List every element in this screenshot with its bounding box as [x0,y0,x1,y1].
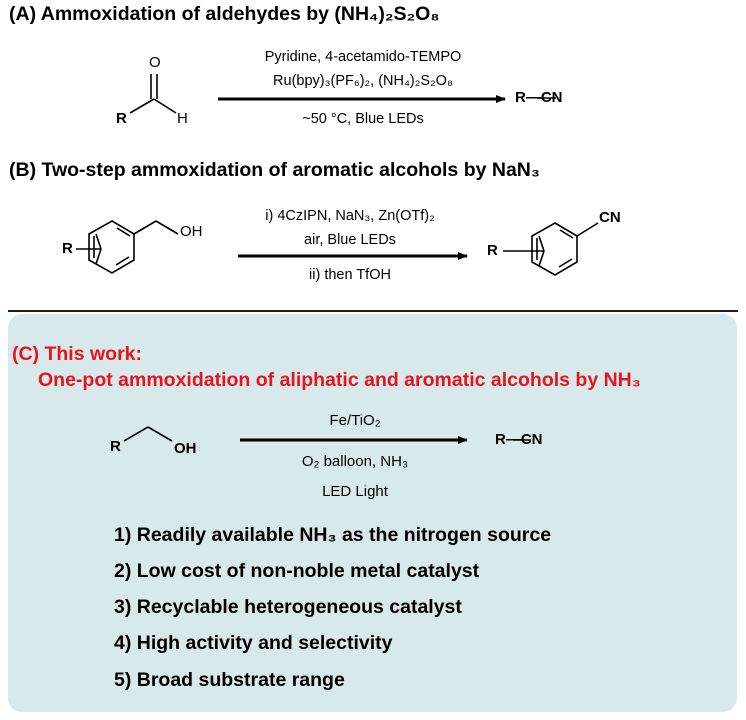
section-a-condition-2: Ru(bpy)₃(PF₆)₂, (NH₄)₂S₂O₈ [273,73,453,89]
section-a-condition-1: Pyridine, 4-acetamido-TEMPO [264,49,462,65]
section-b-condition-1: i) 4CzIPN, NaN₃, Zn(OTf)₂ [265,208,435,224]
benzonitrile-r-label: R [487,242,498,259]
section-b-condition-2: air, Blue LEDs [304,232,396,248]
feature-item: 1) Readily available NH₃ as the nitrogen… [114,524,552,546]
section-c-condition-3: LED Light [322,483,388,500]
aldehyde-r-label: R [116,110,127,127]
feature-item: 4) High activity and selectivity [114,632,393,654]
alcohol-r-label: R [110,438,121,455]
nitrile-product-c: R—CN [495,431,543,448]
aldehyde-h-label: H [177,110,188,127]
aldehyde-oxygen-label: O [149,54,161,71]
feature-item: 3) Recyclable heterogeneous catalyst [114,596,462,618]
alcohol-oh-label: OH [174,440,197,457]
section-c-condition-2: O₂ balloon, NH₃ [301,453,409,470]
benzonitrile-structure [503,222,599,276]
section-c-condition-1: Fe/TiO₂ [329,412,381,429]
section-b-condition-3: ii) then TfOH [309,267,391,283]
this-work-title: (C) This work: [12,343,142,365]
this-work-panel [8,314,737,712]
section-a-title: (A) Ammoxidation of aldehydes by (NH₄)₂S… [9,3,440,25]
section-b-title: (B) Two-step ammoxidation of aromatic al… [9,159,540,181]
feature-item: 2) Low cost of non-noble metal catalyst [114,560,480,582]
alcohol-structure [123,426,173,442]
aldehyde-structure [129,74,177,114]
section-a-condition-3: ~50 °C, Blue LEDs [302,111,424,127]
benzyl-alcohol-structure [76,220,179,274]
this-work-subtitle: One-pot ammoxidation of aliphatic and ar… [38,369,641,391]
benzyl-alcohol-r-label: R [62,240,73,257]
feature-item: 5) Broad substrate range [114,669,345,691]
nitrile-product-a: R—CN [515,89,563,106]
benzyl-alcohol-oh-label: OH [180,223,203,240]
benzonitrile-cn-label: CN [599,209,621,226]
